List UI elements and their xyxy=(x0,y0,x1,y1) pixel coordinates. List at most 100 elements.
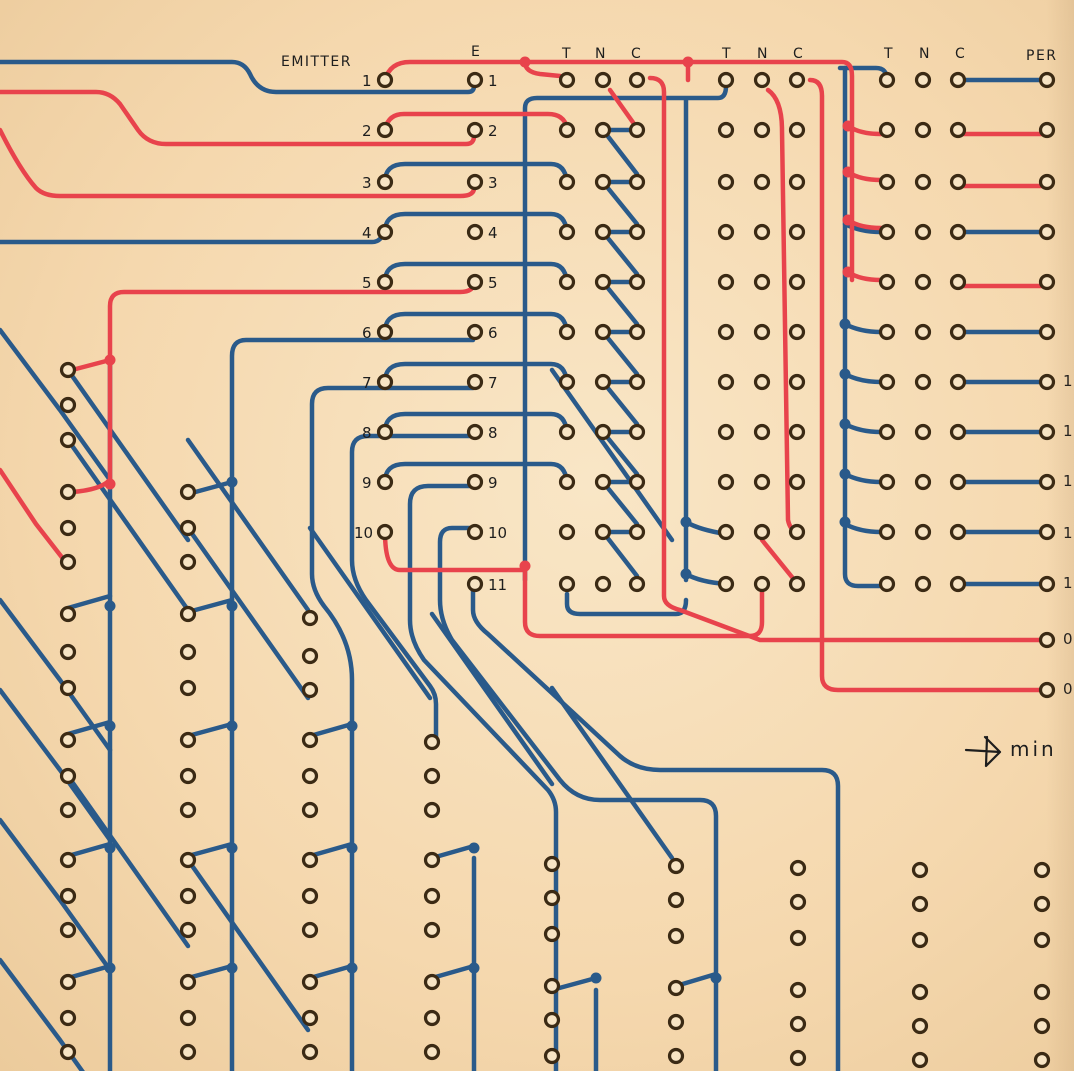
grid-hole-68-16 xyxy=(59,1009,77,1027)
blue-wire-bus-1 xyxy=(522,83,729,583)
blue-junction-16 xyxy=(104,962,116,974)
grid-hole-68-13 xyxy=(59,887,77,905)
per-hole-9 xyxy=(1038,473,1056,491)
tnc-hole-c5-r9 xyxy=(788,523,806,541)
grid-hole-68-2 xyxy=(59,431,77,449)
per-hole-4 xyxy=(1038,223,1056,241)
grid-hole-68-10 xyxy=(59,767,77,785)
grid-hole-432-4 xyxy=(423,887,441,905)
grid-hole-432-7 xyxy=(423,1009,441,1027)
tnc-hole-c5-r1 xyxy=(788,121,806,139)
e-hole-9 xyxy=(466,473,484,491)
blue-wire-diag-8 xyxy=(600,429,640,477)
emitter-label-4: 4 xyxy=(362,224,372,242)
blue-wire-diag-6 xyxy=(600,329,640,377)
blue-wire-loop-4 xyxy=(382,211,570,235)
tnc-hole-c1-r7 xyxy=(594,423,612,441)
grid-hole-1042-3 xyxy=(1033,983,1051,1001)
per-hole-8 xyxy=(1038,423,1056,441)
grid-hole-310-8 xyxy=(301,921,319,939)
tnc-hole-c0-r8 xyxy=(558,473,576,491)
tnc-hole-c7-r7 xyxy=(914,423,932,441)
tnc-hole-c3-r4 xyxy=(717,273,735,291)
tnc-hole-c2-r6 xyxy=(628,373,646,391)
grid-hole-798-2 xyxy=(789,929,807,947)
tnc-hole-c0-r10 xyxy=(558,575,576,593)
grid-hole-68-14 xyxy=(59,921,77,939)
blue-wire-diag-5 xyxy=(600,279,640,327)
red-junction-6 xyxy=(842,266,854,278)
blue-wire-grid-diag-10 xyxy=(65,437,191,613)
per-hole-6 xyxy=(1038,323,1056,341)
grid-hole-920-0 xyxy=(911,861,929,879)
e-label-9: 9 xyxy=(488,474,498,492)
grid-hole-432-0 xyxy=(423,733,441,751)
tnc-hole-c3-r10 xyxy=(717,575,735,593)
tnc-hole-c4-r10 xyxy=(753,575,771,593)
blue-wire-tie-3 xyxy=(185,721,235,739)
header-e: E xyxy=(471,44,481,60)
edge-label-2: 1 xyxy=(1063,472,1073,490)
tnc-hole-c4-r6 xyxy=(753,373,771,391)
grid-hole-310-0 xyxy=(301,609,319,627)
tnc-hole-c5-r6 xyxy=(788,373,806,391)
blue-junction-2 xyxy=(839,418,851,430)
header-group3-c: C xyxy=(955,46,966,62)
e-hole-4 xyxy=(466,223,484,241)
tnc-hole-c8-r2 xyxy=(949,173,967,191)
grid-hole-68-3 xyxy=(59,483,77,501)
edge-label-0: 1 xyxy=(1063,372,1073,390)
blue-wire-grid-diag-0 xyxy=(65,367,191,543)
grid-hole-188-12 xyxy=(179,973,197,991)
e-hole-8 xyxy=(466,423,484,441)
grid-hole-188-14 xyxy=(179,1043,197,1061)
tnc-hole-c3-r3 xyxy=(717,223,735,241)
tnc-hole-c5-r0 xyxy=(788,71,806,89)
blue-wire-grid-diag-3 xyxy=(429,611,555,787)
blue-wire-right-tap-1 xyxy=(842,321,884,335)
header-group2-c: C xyxy=(793,46,804,62)
grid-hole-310-1 xyxy=(301,647,319,665)
blue-junction-7 xyxy=(104,600,116,612)
grid-hole-68-0 xyxy=(59,361,77,379)
blue-wire-bottom-u xyxy=(564,591,689,617)
tnc-hole-c5-r5 xyxy=(788,323,806,341)
tnc-hole-c2-r8 xyxy=(628,473,646,491)
grid-hole-798-3 xyxy=(789,981,807,999)
emitter-hole-1 xyxy=(376,71,394,89)
grid-hole-798-0 xyxy=(789,859,807,877)
per-hole-13 xyxy=(1038,681,1056,699)
tnc-hole-c7-r10 xyxy=(914,575,932,593)
tnc-hole-c4-r1 xyxy=(753,121,771,139)
tnc-hole-c6-r1 xyxy=(878,121,896,139)
tnc-hole-c2-r0 xyxy=(628,71,646,89)
e-label-6: 6 xyxy=(488,324,498,342)
tnc-hole-c2-r4 xyxy=(628,273,646,291)
grid-hole-552-3 xyxy=(543,977,561,995)
tnc-hole-c4-r9 xyxy=(753,523,771,541)
tnc-hole-c5-r10 xyxy=(788,575,806,593)
red-wire-c2-out xyxy=(807,77,1043,693)
per-hole-12 xyxy=(1038,631,1056,649)
red-junction-8 xyxy=(104,478,116,490)
blue-wire-right-tap-2 xyxy=(842,371,884,385)
grid-hole-1042-4 xyxy=(1033,1017,1051,1035)
red-wire-emitter-3 xyxy=(0,127,477,199)
grid-hole-310-3 xyxy=(301,731,319,749)
e-hole-6 xyxy=(466,323,484,341)
blue-junction-8 xyxy=(226,600,238,612)
blue-wire-tie-0 xyxy=(65,593,113,611)
blue-wire-e7-down xyxy=(309,385,476,1071)
blue-wire-tie-5 xyxy=(65,841,113,859)
per-hole-7 xyxy=(1038,373,1056,391)
grid-hole-310-10 xyxy=(301,1009,319,1027)
grid-hole-310-4 xyxy=(301,767,319,785)
blue-junction-5 xyxy=(680,516,692,528)
emitter-label-9: 9 xyxy=(362,474,372,492)
grid-hole-188-3 xyxy=(179,605,197,623)
tnc-hole-c1-r8 xyxy=(594,473,612,491)
e-label-4: 4 xyxy=(488,224,498,242)
grid-hole-676-4 xyxy=(667,1013,685,1031)
red-wire-emitter-2 xyxy=(0,89,477,147)
grid-hole-798-1 xyxy=(789,893,807,911)
